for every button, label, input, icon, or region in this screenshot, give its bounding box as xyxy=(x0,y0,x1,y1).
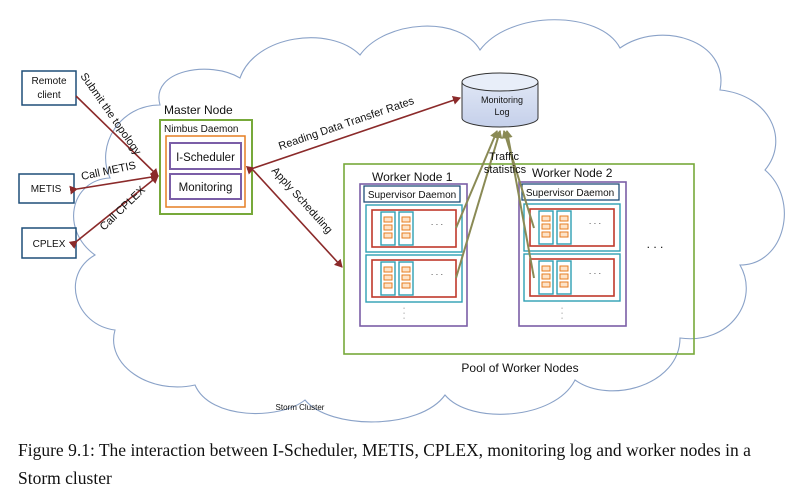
worker-node-2-label: Worker Node 2 xyxy=(532,166,613,180)
ellipsis-horizontal: · · · xyxy=(431,270,443,279)
master-node-label: Master Node xyxy=(164,103,233,117)
svg-text:Log: Log xyxy=(494,107,509,117)
remote-client-node: Remote client xyxy=(21,70,77,106)
svg-text:Monitoring: Monitoring xyxy=(481,95,523,105)
svg-text:Remote: Remote xyxy=(31,76,66,87)
pool-label: Pool of Worker Nodes xyxy=(461,361,578,375)
monitoring-log-cylinder: Monitoring Log xyxy=(461,72,539,128)
label-call-metis: Call METIS xyxy=(80,160,137,183)
nimbus-daemon-label: Nimbus Daemon xyxy=(164,124,238,135)
arrow-submit-topology xyxy=(75,95,159,177)
ellipsis-vertical: · xyxy=(403,305,405,312)
worker-node-1-label: Worker Node 1 xyxy=(372,170,453,184)
worker-pool-box xyxy=(343,163,695,355)
i-scheduler-box: I-Scheduler xyxy=(176,152,235,164)
label-call-cplex: Call CPLEX xyxy=(98,184,149,233)
label-reading-rates: Reading Data Transfer Rates xyxy=(277,95,416,153)
arrow-reading-rates xyxy=(245,95,461,175)
label-traffic-line1: Traffic xyxy=(489,151,519,163)
ellipsis-horizontal: · · · xyxy=(431,220,443,229)
master-node: Nimbus Daemon I-Scheduler Monitoring xyxy=(159,119,253,215)
ellipsis-horizontal: · · · xyxy=(589,219,601,228)
ellipsis-horizontal: · · · xyxy=(589,269,601,278)
arrow-call-cplex xyxy=(68,175,159,249)
supervisor-daemon-2: Supervisor Daemon xyxy=(526,188,614,199)
svg-text:·: · xyxy=(403,310,405,317)
arrow-traffic-1a xyxy=(455,130,499,229)
svg-text:·: · xyxy=(561,310,563,317)
label-submit-topology: Submit the topology xyxy=(78,71,144,158)
worker-node-2: Supervisor Daemon · · · · · · · · · xyxy=(518,181,627,327)
storm-cluster-label: Storm Cluster xyxy=(276,403,325,412)
label-apply-scheduling: Apply Scheduling xyxy=(269,165,335,236)
ellipsis-vertical: · xyxy=(561,305,563,312)
arrow-apply-scheduling xyxy=(252,169,343,268)
storm-cluster-cloud xyxy=(73,19,785,423)
svg-text:·: · xyxy=(561,315,563,322)
supervisor-daemon-1: Supervisor Daemon xyxy=(368,190,456,201)
cplex-node: CPLEX xyxy=(21,227,77,259)
arrow-traffic-1b xyxy=(455,130,503,279)
label-traffic-line2: statistics xyxy=(484,164,527,176)
svg-text:CPLEX: CPLEX xyxy=(33,239,66,250)
figure-caption: Figure 9.1: The interaction between I-Sc… xyxy=(18,440,751,488)
more-worker-nodes: . . . xyxy=(647,237,664,251)
arrow-traffic-2b xyxy=(503,130,535,279)
svg-text:client: client xyxy=(37,90,61,101)
svg-text:·: · xyxy=(403,315,405,322)
worker-node-1: Supervisor Daemon · · · · · · · · · xyxy=(359,183,468,327)
metis-node: METIS xyxy=(18,173,75,204)
svg-text:METIS: METIS xyxy=(31,184,62,195)
monitoring-box: Monitoring xyxy=(179,182,233,194)
